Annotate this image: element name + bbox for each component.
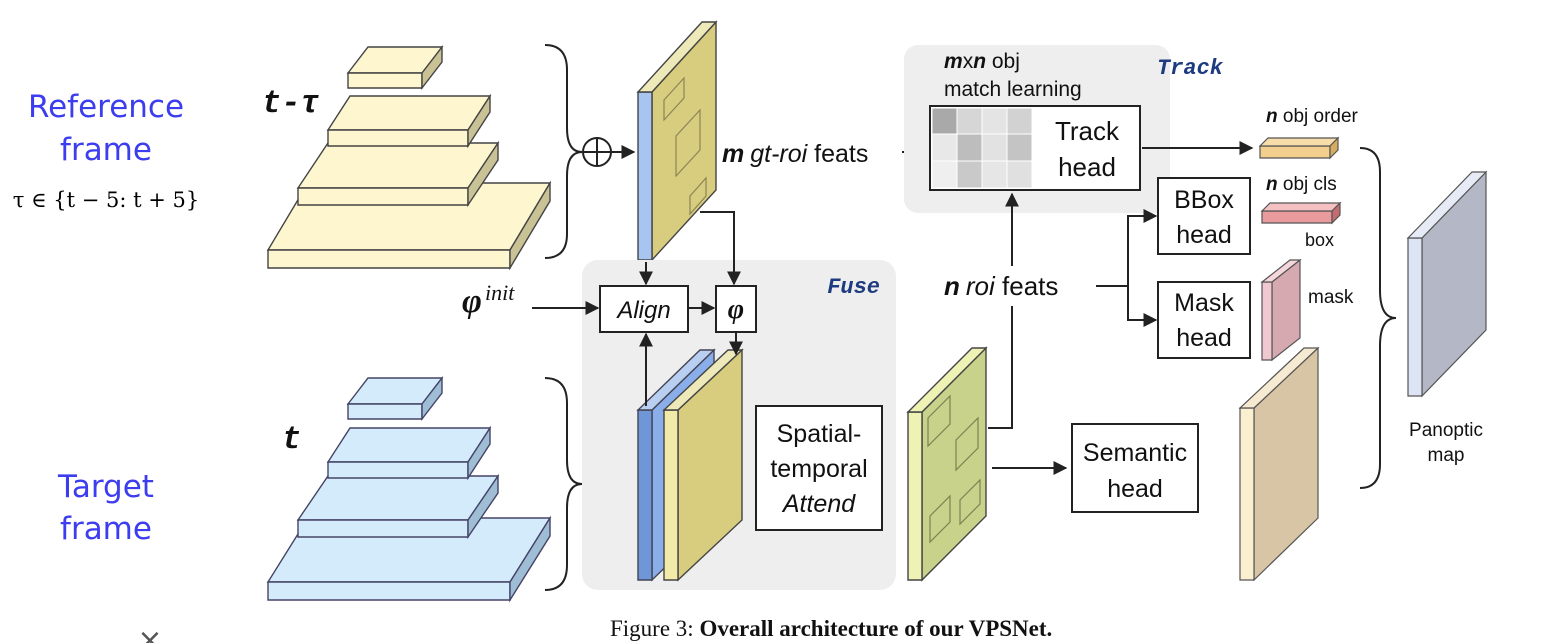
target-frame-label-line2: frame xyxy=(60,511,152,547)
reference-feature-pyramid xyxy=(266,44,552,271)
obj-order-label: n obj order xyxy=(1266,106,1359,127)
close-icon[interactable]: × xyxy=(137,623,162,643)
panoptic-label-line2: map xyxy=(1428,445,1465,466)
spatial-temporal-attend-box xyxy=(755,405,883,531)
panoptic-map xyxy=(1406,170,1488,398)
ref-pyramid-level-1 xyxy=(346,44,444,91)
attend-label-line3: Attend xyxy=(781,490,856,518)
track-head-label-line1: Track xyxy=(1055,116,1120,146)
match-learning-line2: match learning xyxy=(944,78,1082,101)
ref-fused-feature-map xyxy=(636,20,718,262)
phi-label: φ xyxy=(728,294,744,325)
ref-pyramid-level-3 xyxy=(296,140,500,208)
figure-caption: Figure 3: Overall architecture of our VP… xyxy=(610,616,1052,641)
fuse-title: Fuse xyxy=(827,275,880,300)
ref-pyramid-label: t-τ xyxy=(262,85,320,122)
track-title: Track xyxy=(1157,56,1224,81)
phi-init-symbol: φ xyxy=(462,283,482,320)
mask-output-label: mask xyxy=(1308,287,1354,308)
attend-label-line1: Spatial- xyxy=(777,420,862,448)
tau-range-label: τ ∈ {t − 5: t + 5} xyxy=(13,188,199,212)
obj-cls-label: n obj cls xyxy=(1266,174,1337,195)
mask-head-label-line1: Mask xyxy=(1174,289,1234,317)
semantic-head-label-line1: Semantic xyxy=(1083,439,1187,467)
bbox-head-label-line1: BBox xyxy=(1174,186,1234,214)
mask-output-map xyxy=(1260,258,1302,362)
semantic-head-label-line2: head xyxy=(1107,475,1163,503)
align-label: Align xyxy=(615,297,670,324)
target-pyramid-level-2 xyxy=(326,425,492,481)
obj-order-bar xyxy=(1258,136,1340,160)
semantic-output-map xyxy=(1238,346,1320,582)
bbox-head-box xyxy=(1157,177,1251,255)
semantic-head-box xyxy=(1071,423,1199,513)
match-learning-line1: mxn obj xyxy=(944,50,1020,73)
panoptic-label-line1: Panoptic xyxy=(1409,420,1483,441)
mask-head-label-line2: head xyxy=(1176,324,1232,352)
ref-brace xyxy=(544,44,583,259)
roi-to-bbox-arrow xyxy=(1127,209,1158,286)
output-brace xyxy=(1359,147,1397,489)
mask-head-box xyxy=(1157,281,1251,359)
fuse-yellow-feature-map xyxy=(662,348,744,582)
box-output-label: box xyxy=(1305,230,1334,250)
fused-output-feature-map xyxy=(906,346,988,582)
target-brace xyxy=(544,377,583,591)
obj-cls-bar xyxy=(1260,201,1342,225)
reference-frame-label-line1: Reference xyxy=(28,89,184,125)
match-matrix xyxy=(931,107,1033,189)
attend-label-line2: temporal xyxy=(770,455,867,483)
target-feature-pyramid xyxy=(266,375,552,603)
target-pyramid-level-3 xyxy=(296,473,500,540)
phi-init-superscript: init xyxy=(485,280,515,305)
fused-map-to-roi-line xyxy=(988,306,1013,429)
ref-oplus-icon xyxy=(582,137,612,167)
bbox-head-label-line2: head xyxy=(1176,221,1232,249)
reference-frame-label-line2: frame xyxy=(60,132,152,168)
target-frame-label-line1: Target xyxy=(57,469,154,505)
target-pyramid-level-1 xyxy=(346,375,444,422)
roi-to-mask-arrow xyxy=(1127,286,1158,327)
align-box xyxy=(599,285,689,333)
track-head-label-line2: head xyxy=(1058,152,1116,182)
target-pyramid-label: t xyxy=(282,421,301,458)
ref-map-to-phi-arrow xyxy=(700,211,741,286)
ref-pyramid-level-2 xyxy=(326,93,492,149)
